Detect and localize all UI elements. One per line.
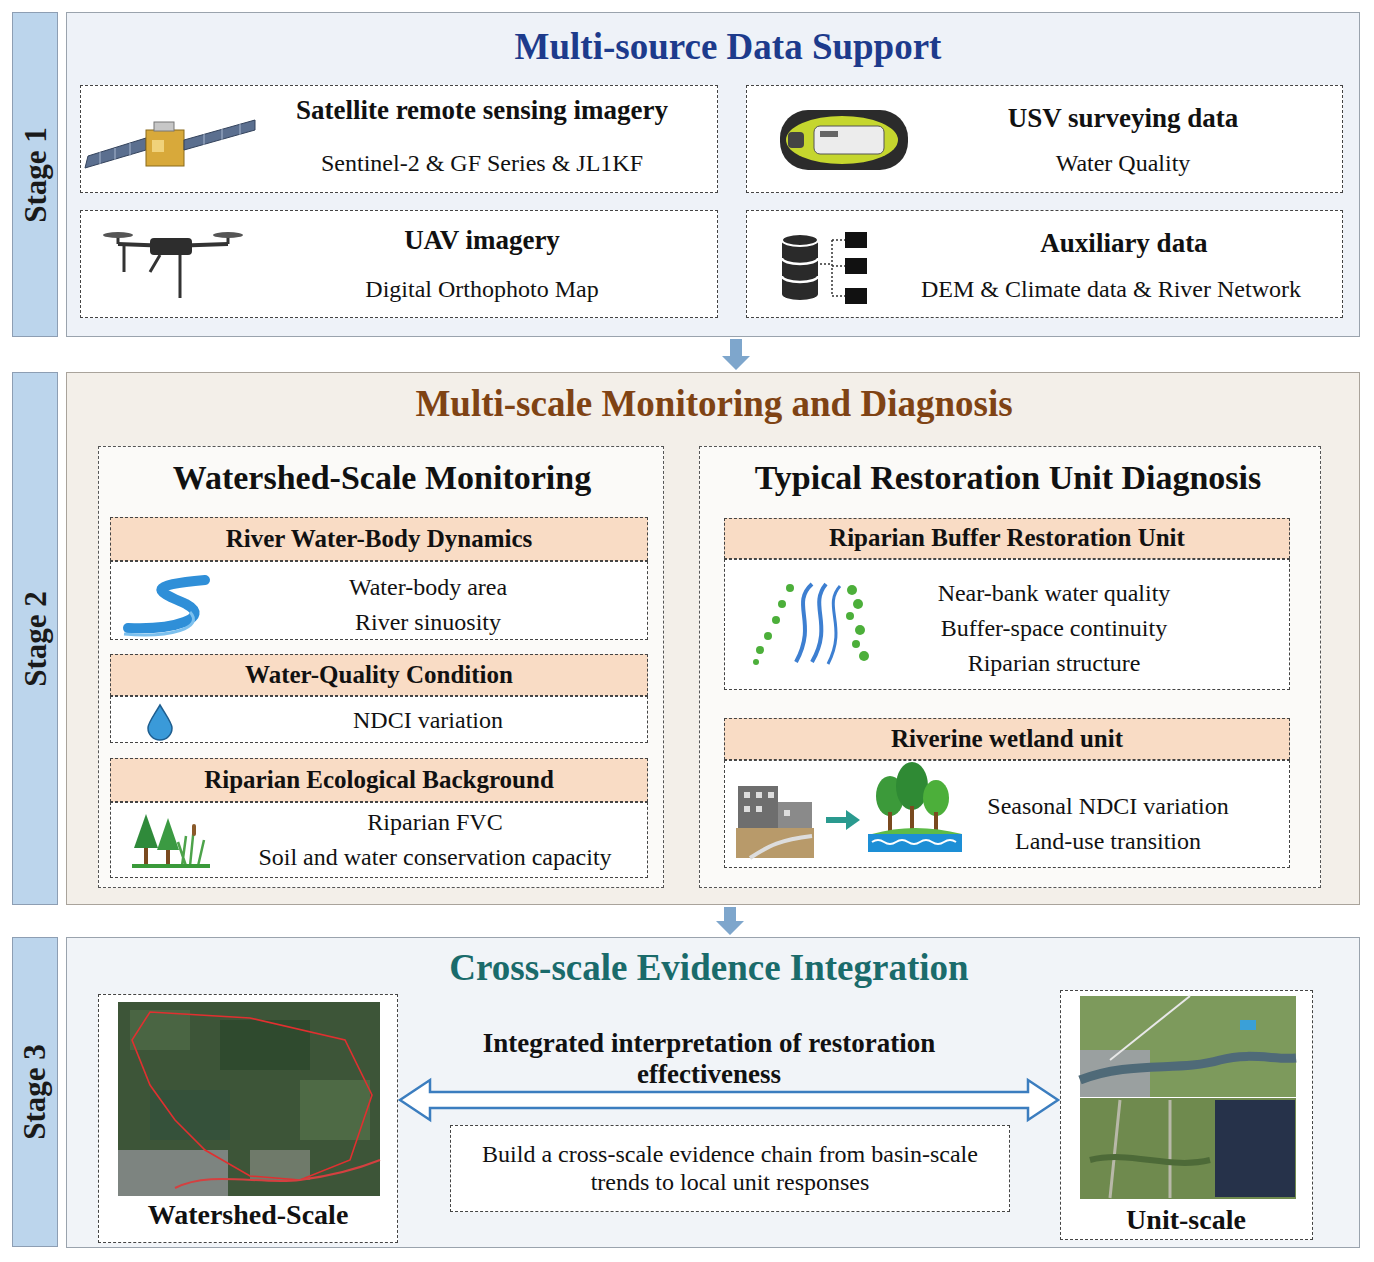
stage-label: Stage 3 (17, 937, 53, 1247)
stage-label: Stage 1 (17, 12, 53, 337)
data-source-box: UAV imageryDigital Orthophoto Map (80, 210, 718, 318)
database-icon (782, 232, 867, 304)
group-container: Typical Restoration Unit DiagnosisRipari… (699, 446, 1321, 888)
header-text: Riverine wetland unit (737, 724, 1277, 754)
box-subtext: Digital Orthophoto Map (282, 275, 682, 303)
indicator-box: Water-body areaRiver sinuosity (110, 561, 648, 640)
image-box: Unit-scale (1060, 990, 1313, 1240)
group-title: Typical Restoration Unit Diagnosis (708, 459, 1308, 497)
data-source-box: USV surveying dataWater Quality (746, 85, 1343, 193)
usv-icon (780, 110, 908, 170)
watershed-satellite-image (118, 1002, 380, 1196)
stage-band: Stage 3 (12, 937, 58, 1247)
body-text: Build a cross-scale evidence chain from … (465, 1140, 995, 1196)
panel-title: Cross-scale Evidence Integration (259, 947, 1159, 989)
section-header: Riverine wetland unit (724, 718, 1290, 760)
body-text: Near-bank water quality (864, 579, 1244, 607)
indicator-box: NDCI variation (110, 696, 648, 743)
header-text: Riparian Ecological Background (119, 765, 639, 795)
body-text: Seasonal NDCI variation (948, 792, 1268, 820)
drone-icon (103, 232, 243, 298)
water-drop-icon (148, 705, 172, 740)
box-subtext: Sentinel-2 & GF Series & JL1KF (242, 149, 722, 177)
riparian-buffer-icon (753, 584, 869, 665)
unit-satellite-image (1080, 996, 1296, 1199)
panel-title: Multi-scale Monitoring and Diagnosis (264, 383, 1164, 425)
body-text: Water-body area (248, 573, 608, 601)
stage-band: Stage 2 (12, 372, 58, 905)
box-heading: USV surveying data (923, 102, 1323, 134)
flow-arrow (722, 339, 750, 370)
stage-band: Stage 1 (12, 12, 58, 337)
vegetation-icon (132, 814, 210, 866)
wetland-transition-icon (736, 762, 962, 858)
image-caption: Unit-scale (1066, 1204, 1306, 1236)
indicator-box: Seasonal NDCI variationLand-use transiti… (724, 760, 1290, 868)
group-container: Watershed-Scale MonitoringRiver Water-Bo… (98, 446, 664, 888)
header-text: Water-Quality Condition (119, 660, 639, 690)
body-text: Riparian FVC (230, 808, 640, 836)
data-source-box: Satellite remote sensing imagerySentinel… (80, 85, 718, 193)
stage-panel: Cross-scale Evidence IntegrationWatershe… (66, 937, 1360, 1248)
body-text: NDCI variation (248, 706, 608, 734)
river-icon (124, 580, 205, 635)
header-text: Riparian Buffer Restoration Unit (737, 523, 1277, 553)
satellite-icon (85, 120, 255, 168)
group-title: Watershed-Scale Monitoring (112, 459, 652, 497)
image-box: Watershed-Scale (98, 994, 398, 1243)
body-text: Riparian structure (864, 649, 1244, 677)
body-text: River sinuosity (248, 608, 608, 636)
data-source-box: Auxiliary dataDEM & Climate data & River… (746, 210, 1343, 318)
indicator-box: Near-bank water qualityBuffer-space cont… (724, 559, 1290, 690)
stage-panel: Multi-scale Monitoring and DiagnosisWate… (66, 372, 1360, 905)
box-subtext: Water Quality (923, 149, 1323, 177)
body-text: Land-use transition (948, 827, 1268, 855)
box-heading: Auxiliary data (924, 227, 1324, 259)
header-text: River Water-Body Dynamics (119, 524, 639, 554)
box-heading: UAV imagery (282, 224, 682, 256)
section-header: Water-Quality Condition (110, 654, 648, 696)
section-header: Riparian Buffer Restoration Unit (724, 518, 1290, 559)
section-header: River Water-Body Dynamics (110, 517, 648, 561)
indicator-box: Riparian FVC Soil and water conservation … (110, 802, 648, 878)
box-subtext: DEM & Climate data & River Network (881, 275, 1341, 303)
panel-title: Multi-source Data Support (278, 26, 1178, 68)
stage-panel: Multi-source Data SupportSatellite remot… (66, 12, 1360, 337)
flow-arrow (716, 907, 744, 935)
section-header: Riparian Ecological Background (110, 758, 648, 802)
double-arrow (400, 1080, 1058, 1120)
body-text: Buffer-space continuity (864, 614, 1244, 642)
box-heading: Satellite remote sensing imagery (242, 94, 722, 126)
note-box: Build a cross-scale evidence chain from … (450, 1125, 1010, 1212)
stage-label: Stage 2 (17, 372, 53, 905)
image-caption: Watershed-Scale (103, 1199, 393, 1231)
edge-label: Integrated interpretation of restoration… (479, 1028, 939, 1090)
body-text: Soil and water conservation capacity (230, 843, 640, 871)
